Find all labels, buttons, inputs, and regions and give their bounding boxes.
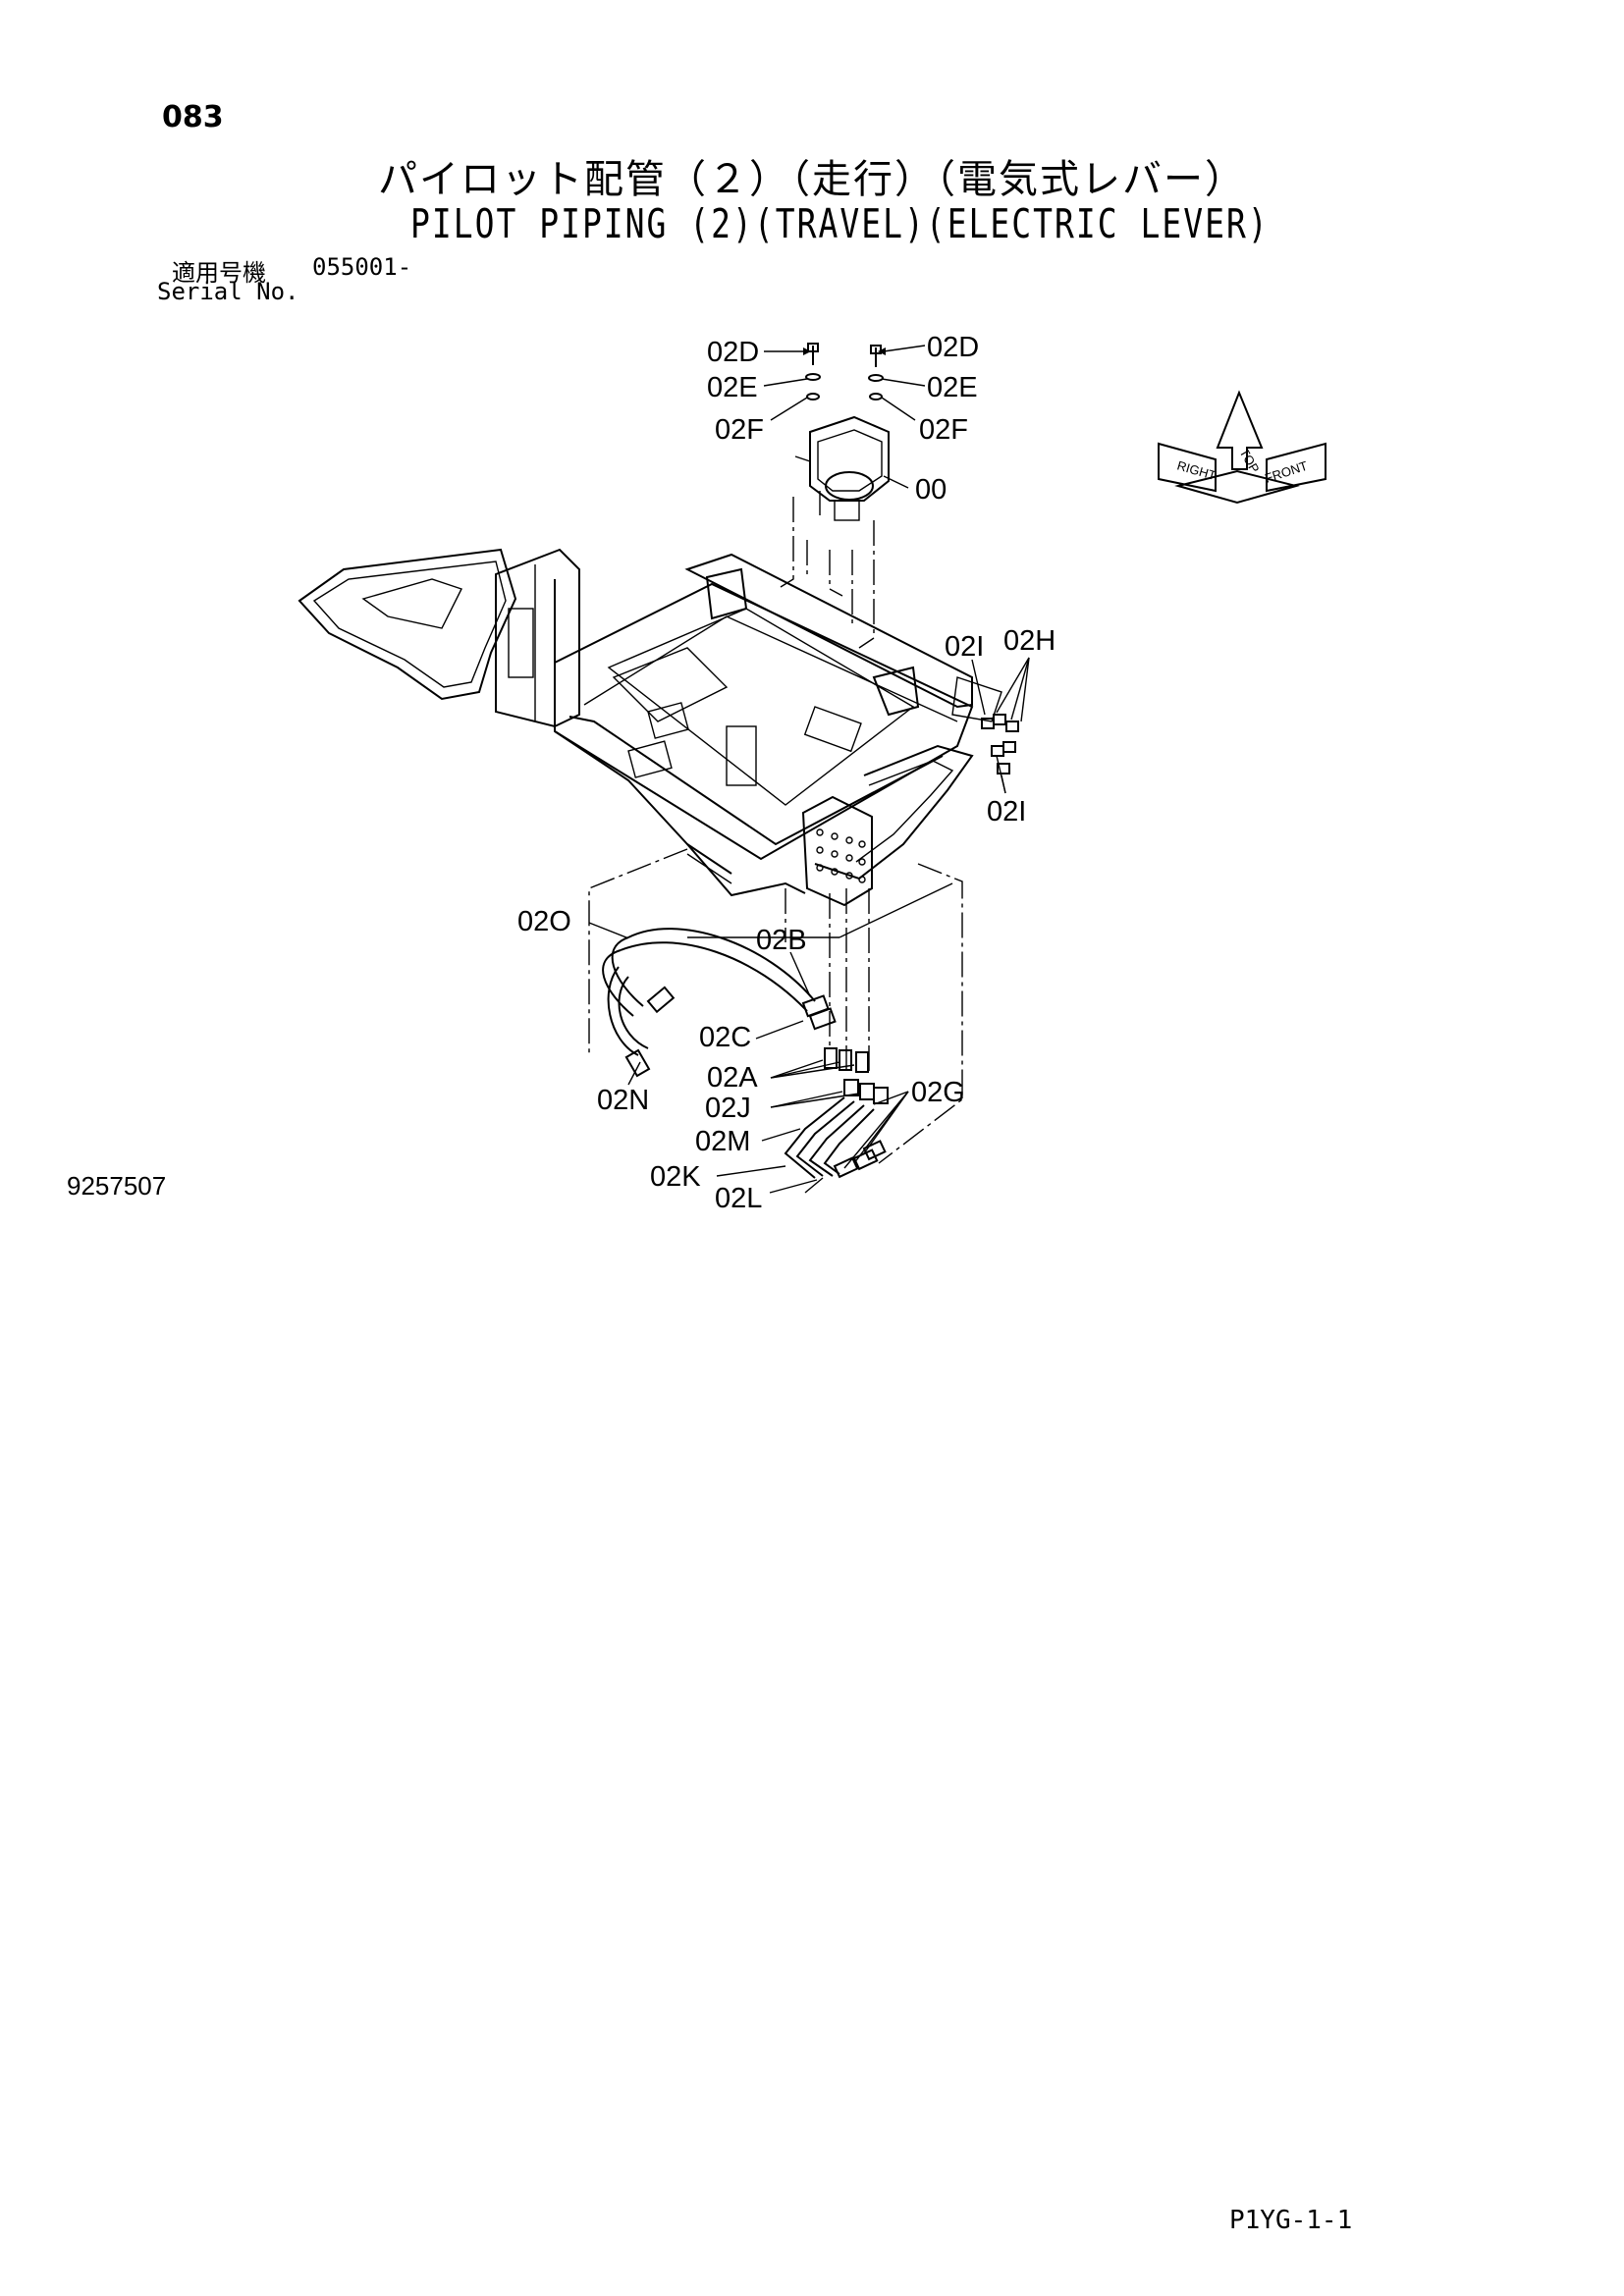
pilot-hoses-right bbox=[784, 1047, 889, 1194]
callout-02a: 02A bbox=[707, 1062, 758, 1094]
callout-02j: 02J bbox=[705, 1093, 751, 1124]
assembly-guide-lines bbox=[588, 848, 963, 1164]
title-english: PILOT PIPING (2)(TRAVEL)(ELECTRIC LEVER) bbox=[410, 199, 1270, 247]
sheet-code: P1YG-1-1 bbox=[1229, 2206, 1353, 2235]
callout-02e-right: 02E bbox=[927, 372, 978, 403]
callout-00: 00 bbox=[915, 474, 947, 506]
drawing-number: 9257507 bbox=[67, 1171, 167, 1201]
orientation-right-label: RIGHT bbox=[1175, 457, 1218, 483]
callout-02i-bottom: 02I bbox=[987, 796, 1026, 828]
callout-02c: 02C bbox=[699, 1022, 751, 1053]
callout-02h: 02H bbox=[1003, 625, 1056, 657]
callout-02f-right: 02F bbox=[919, 414, 968, 446]
serial-number-range: 055001- bbox=[312, 253, 412, 281]
orientation-compass: TOP FRONT RIGHT bbox=[1158, 390, 1326, 505]
callout-02o: 02O bbox=[517, 906, 571, 937]
callout-02g: 02G bbox=[911, 1077, 965, 1108]
callout-labels: 02D 02D 02E 02E 02F 02F 00 02I 02H 02I 0… bbox=[517, 332, 1056, 1214]
top-arrow-icon bbox=[1216, 390, 1264, 470]
orientation-front-label: FRONT bbox=[1263, 458, 1309, 486]
pilot-valve-assembly bbox=[780, 343, 890, 649]
callout-02i-top: 02I bbox=[945, 631, 984, 663]
pilot-hoses-left bbox=[602, 928, 837, 1078]
callout-02m: 02M bbox=[695, 1126, 750, 1157]
right-arrow-icon bbox=[1158, 442, 1217, 493]
callout-02f-left: 02F bbox=[715, 414, 764, 446]
callout-02k: 02K bbox=[650, 1161, 701, 1193]
title-japanese: パイロット配管（２）（走行）（電気式レバー） bbox=[378, 157, 1246, 202]
callout-02d-left: 02D bbox=[707, 337, 759, 368]
leader-lines bbox=[588, 345, 1030, 1194]
front-arrow-icon bbox=[1266, 442, 1326, 493]
callout-02d-right: 02D bbox=[927, 332, 979, 363]
callout-02e-left: 02E bbox=[707, 372, 758, 403]
fittings-02h-02i bbox=[981, 714, 1019, 774]
serial-label-japanese: 適用号機 bbox=[172, 259, 266, 287]
callout-02b: 02B bbox=[756, 925, 807, 956]
base-frame bbox=[298, 548, 1002, 907]
page-number: 083 bbox=[162, 100, 224, 134]
callout-02n: 02N bbox=[597, 1085, 649, 1116]
callout-02l: 02L bbox=[715, 1183, 762, 1214]
serial-label-english: Serial No. bbox=[157, 278, 299, 305]
